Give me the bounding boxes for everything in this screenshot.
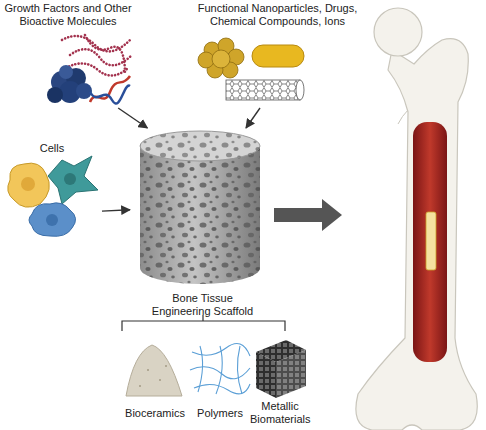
carbon-nanotube bbox=[226, 80, 304, 100]
femur bbox=[356, 8, 477, 430]
dna-strand bbox=[90, 86, 130, 104]
peptide-chain bbox=[85, 35, 125, 75]
flow-arrow bbox=[246, 108, 260, 128]
scaffold-top bbox=[140, 131, 260, 161]
marrow-cavity bbox=[413, 122, 447, 362]
powder-grain bbox=[159, 379, 161, 381]
powder-grain bbox=[139, 385, 141, 387]
node-label: Metallic Biomaterials bbox=[250, 400, 310, 426]
powder-grain bbox=[165, 365, 167, 367]
lesser-trochanter bbox=[398, 110, 408, 124]
illustration-group: Metallic Biomaterials bbox=[250, 336, 310, 426]
illustration-group: Functional Nanoparticles, Drugs, Chemica… bbox=[190, 2, 365, 108]
cell-yellow bbox=[8, 163, 50, 207]
scaffold-implant bbox=[426, 212, 436, 270]
scaffold-pores bbox=[140, 146, 260, 284]
polymer-network bbox=[190, 344, 250, 395]
node-label: Bioceramics bbox=[125, 407, 185, 420]
nanoflower bbox=[198, 38, 244, 78]
femur-body bbox=[356, 39, 477, 430]
cell-nucleus bbox=[21, 177, 35, 191]
illustration-group: Bone Tissue Engineering Scaffold bbox=[130, 128, 275, 318]
nanotube-body bbox=[226, 80, 300, 100]
polymer-strand bbox=[237, 346, 242, 394]
flower-core bbox=[212, 50, 230, 68]
material-bracket bbox=[122, 315, 285, 331]
lattice-left bbox=[256, 352, 276, 398]
cell-nucleus bbox=[64, 173, 76, 185]
node-label: Polymers bbox=[197, 407, 243, 420]
scaffold-body bbox=[140, 146, 260, 284]
scaffold-top-pores bbox=[140, 131, 260, 161]
polymer-strand bbox=[198, 346, 203, 392]
implant-arrow bbox=[274, 199, 342, 231]
flow-arrow bbox=[118, 108, 147, 128]
cell-teal bbox=[48, 156, 98, 204]
node-label: Growth Factors and Other Bioactive Molec… bbox=[2, 2, 134, 28]
illustration-group: Polymers bbox=[190, 336, 250, 420]
dna-helix bbox=[90, 76, 130, 104]
porous-scaffold bbox=[140, 131, 260, 284]
flow-arrow bbox=[102, 210, 130, 211]
polymer-strand bbox=[190, 367, 250, 379]
bioceramic-powder bbox=[126, 345, 182, 396]
node-label: Cells bbox=[40, 142, 64, 155]
protein-blob bbox=[47, 65, 92, 103]
powder-pile bbox=[126, 345, 182, 396]
cell-blue bbox=[29, 203, 76, 236]
lattice-right bbox=[276, 350, 306, 398]
illustration-group: Growth Factors and Other Bioactive Molec… bbox=[2, 2, 134, 108]
node-label: Functional Nanoparticles, Drugs, Chemica… bbox=[190, 2, 365, 28]
node-label: Bone Tissue Engineering Scaffold bbox=[130, 292, 275, 318]
cell-illustrations bbox=[8, 156, 98, 236]
nanotube-end bbox=[296, 80, 304, 100]
cell-nucleus bbox=[46, 214, 58, 226]
protein-lobe bbox=[59, 65, 73, 79]
illustration-group: Bioceramics bbox=[120, 336, 190, 420]
femur-head bbox=[374, 8, 422, 56]
protein-lobe bbox=[47, 87, 63, 103]
polymer-strand bbox=[216, 346, 222, 394]
metal-lattice bbox=[256, 340, 306, 398]
protein-lobe bbox=[76, 83, 92, 99]
flower-petal bbox=[198, 52, 214, 68]
powder-grain bbox=[147, 369, 149, 371]
illustration-group: Cells bbox=[2, 142, 102, 238]
drug-capsule bbox=[252, 45, 304, 67]
